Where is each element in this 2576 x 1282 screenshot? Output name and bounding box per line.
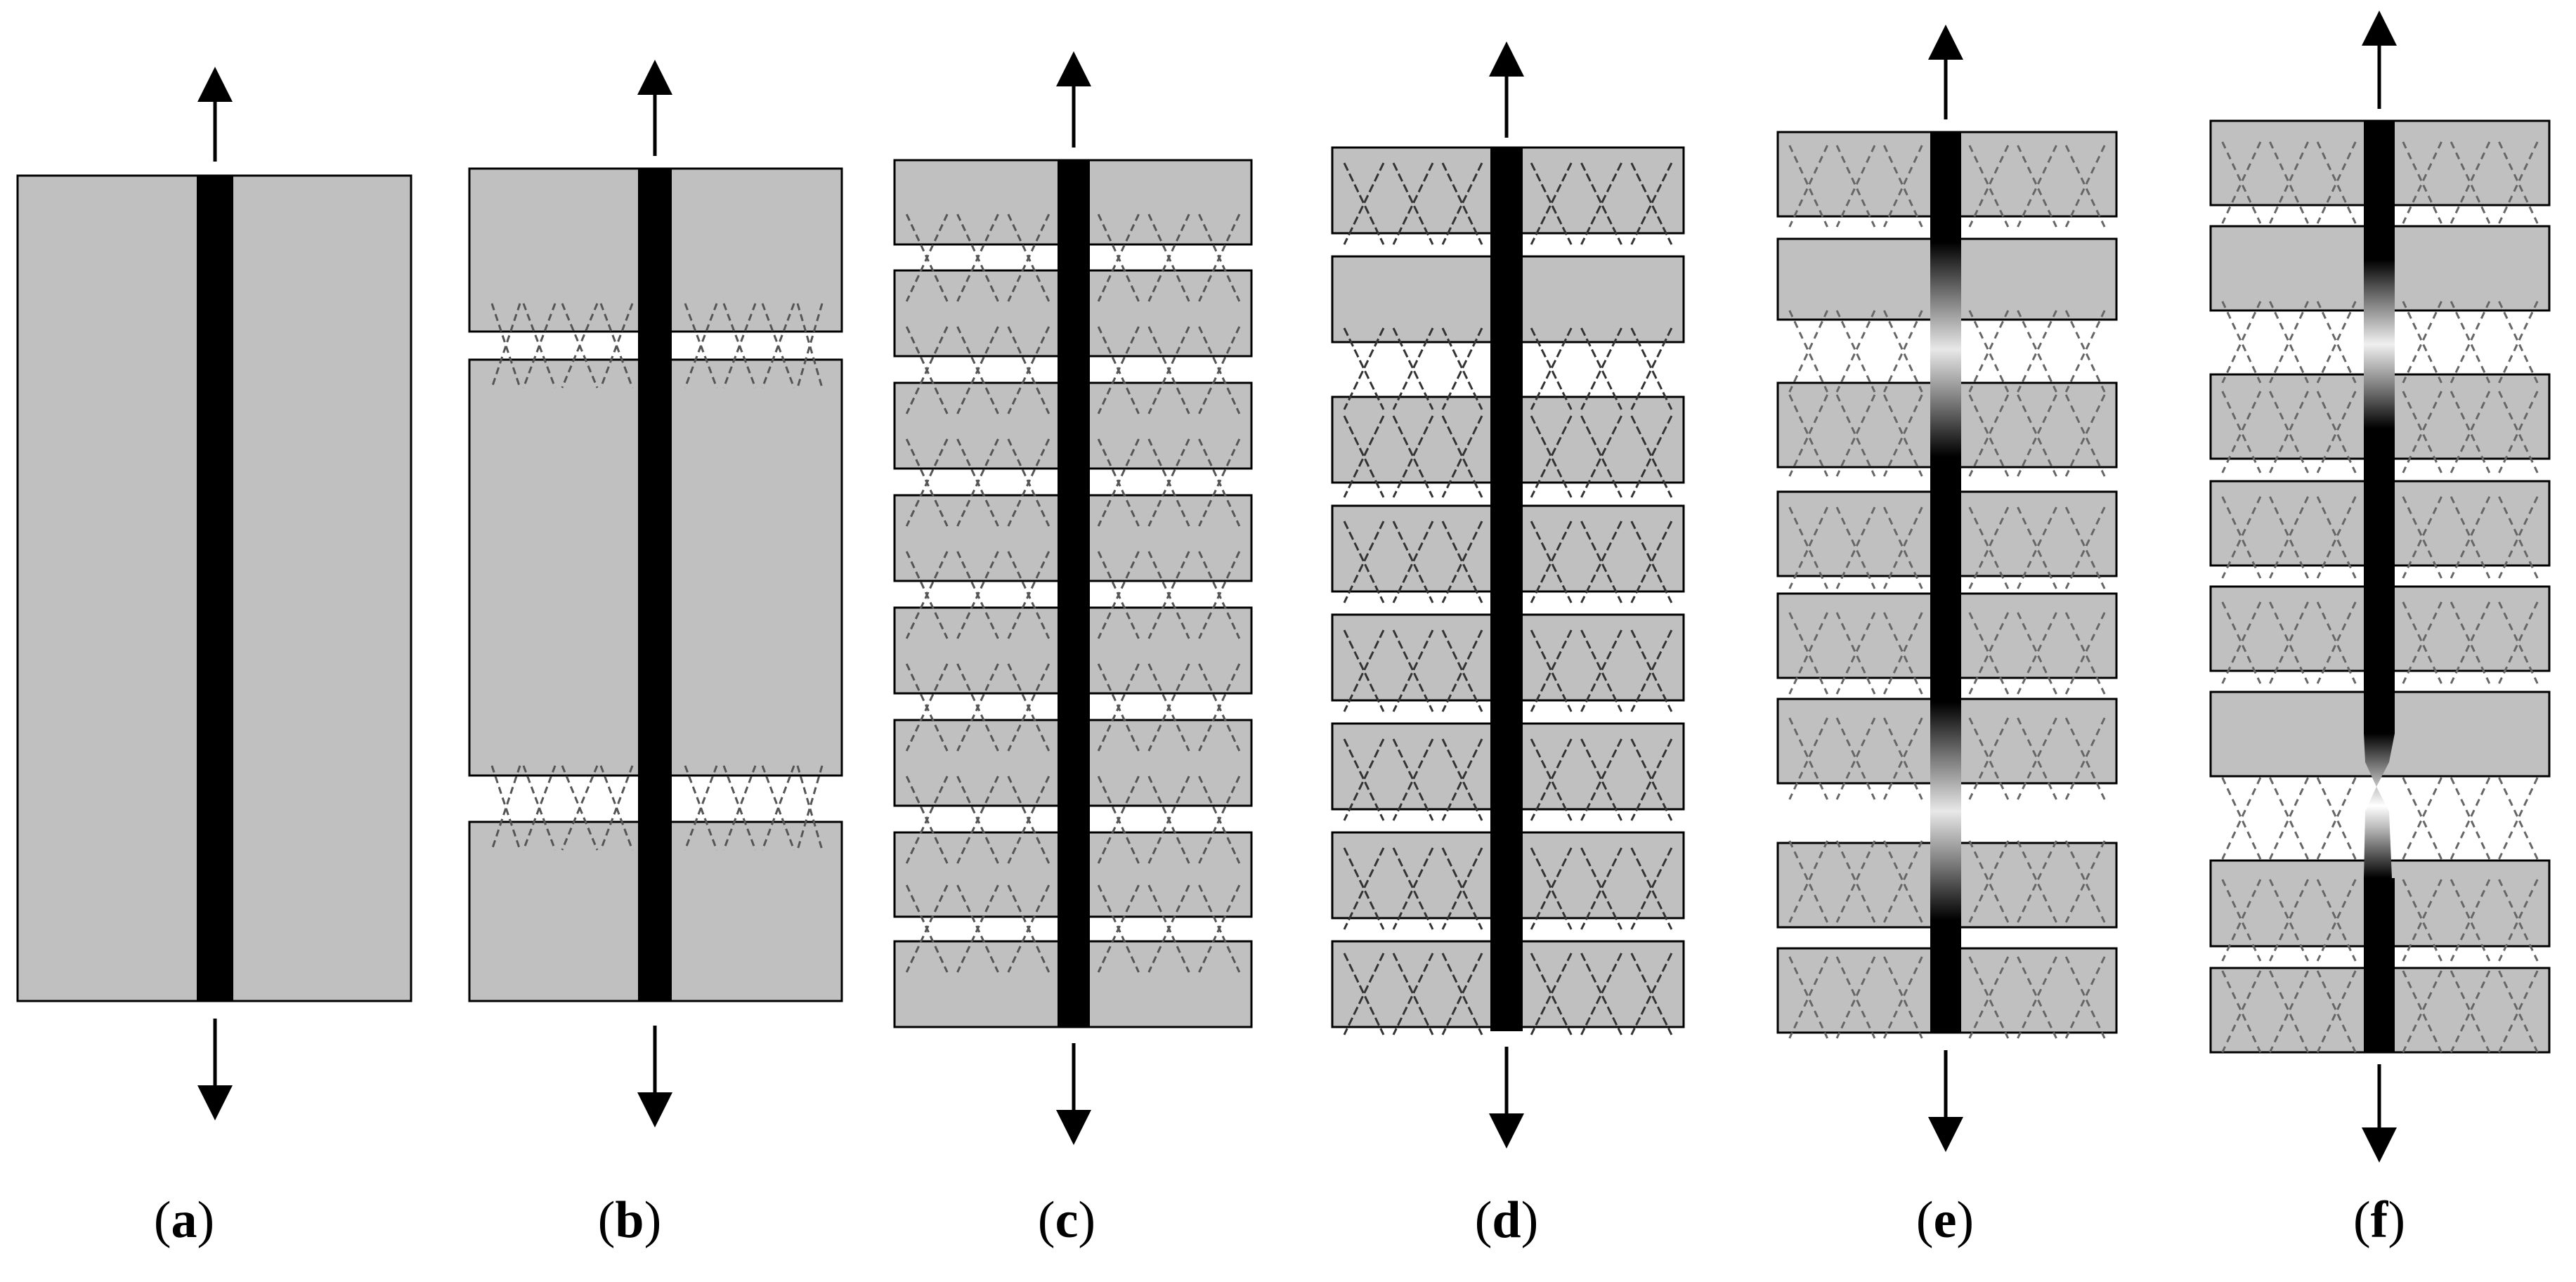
bar-yield-zone	[1930, 702, 1961, 920]
panel-label-f: (f)	[2353, 1191, 2405, 1249]
crack-pattern	[905, 214, 1241, 973]
crack-lines	[905, 214, 1241, 973]
steel-bar	[2364, 878, 2395, 1052]
panel-d	[1331, 41, 1685, 1149]
panel-e	[1776, 25, 2118, 1152]
steel-bar	[1058, 160, 1090, 1027]
steel-bar	[1490, 148, 1523, 1031]
bar-yield-zone	[2364, 260, 2395, 429]
panel-f	[2209, 11, 2551, 1163]
panel-label-c: (c)	[1037, 1191, 1096, 1249]
steel-bar	[197, 176, 233, 1001]
panel-label-e: (e)	[1915, 1191, 1975, 1249]
panel-label-b: (b)	[597, 1191, 662, 1249]
bar-yield-zone	[1930, 242, 1961, 457]
steel-bar	[638, 169, 672, 1001]
panel-c	[893, 51, 1253, 1145]
crack-pattern	[490, 303, 824, 851]
panel-label-d: (d)	[1474, 1191, 1539, 1249]
panel-b	[468, 60, 843, 1127]
bar-fracture-neck	[2364, 733, 2395, 878]
panel-label-a: (a)	[153, 1191, 215, 1249]
panel-a	[16, 67, 412, 1120]
